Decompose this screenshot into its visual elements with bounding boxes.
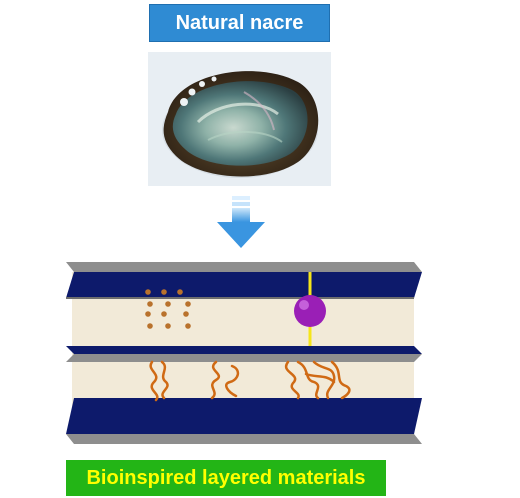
plate-middle [66,346,422,362]
nanoparticle-array [145,289,191,329]
plate-bottom [66,398,422,444]
shell-nacre-interior [172,81,308,166]
caption-text: Bioinspired layered materials [86,466,366,489]
polymer-chains [149,360,351,402]
down-arrow-icon [217,196,265,248]
title-text: Natural nacre [175,11,304,34]
plate-top [66,262,422,299]
title-label: Natural nacre [149,4,330,42]
layered-material-diagram [66,262,422,444]
shell-illustration [148,52,331,186]
shell-hole [188,88,196,96]
nacre-shell-photo [148,52,331,186]
caption-label: Bioinspired layered materials [66,460,386,496]
shell-hole [211,76,217,82]
shell-hole [199,81,205,87]
shell-hole [180,98,188,106]
sphere-on-rod [294,272,326,346]
